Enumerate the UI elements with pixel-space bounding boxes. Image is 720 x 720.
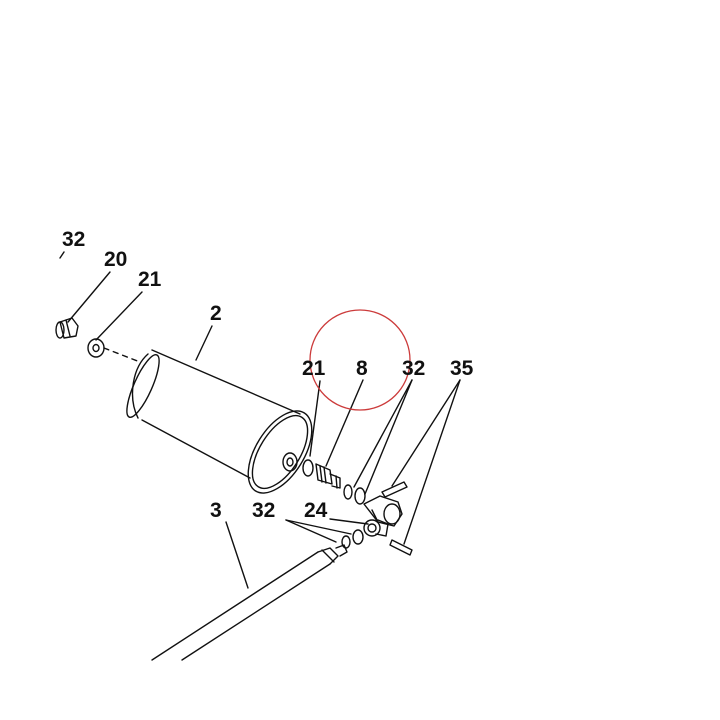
part-24-sleeve <box>363 519 389 537</box>
callout-35: 35 <box>450 357 474 380</box>
callout-8: 8 <box>356 357 368 380</box>
center-axis-line <box>103 347 141 363</box>
callout-2: 2 <box>210 302 222 325</box>
part-35-pin-upper <box>381 481 408 498</box>
callout-21-left: 21 <box>138 268 162 291</box>
callout-3: 3 <box>210 499 222 522</box>
part-32-orings-right <box>343 484 366 505</box>
part-21-washer-left <box>87 338 105 358</box>
part-21-washer-right <box>302 459 314 477</box>
part-3-hose <box>151 544 348 661</box>
leader-lines <box>59 251 461 589</box>
callout-20: 20 <box>104 248 127 271</box>
callout-32-bottom: 32 <box>252 499 275 522</box>
callout-32-right: 32 <box>402 357 425 380</box>
callout-32-top: 32 <box>62 228 85 251</box>
part-2-cylinder-tank <box>126 349 313 494</box>
part-20-end-fitting <box>55 317 79 339</box>
callout-21-right: 21 <box>302 357 326 380</box>
part-35-pin-lower <box>389 539 413 556</box>
part-8-threaded-connector <box>315 463 341 489</box>
callout-24: 24 <box>304 499 328 522</box>
highlight-circle <box>309 309 411 411</box>
